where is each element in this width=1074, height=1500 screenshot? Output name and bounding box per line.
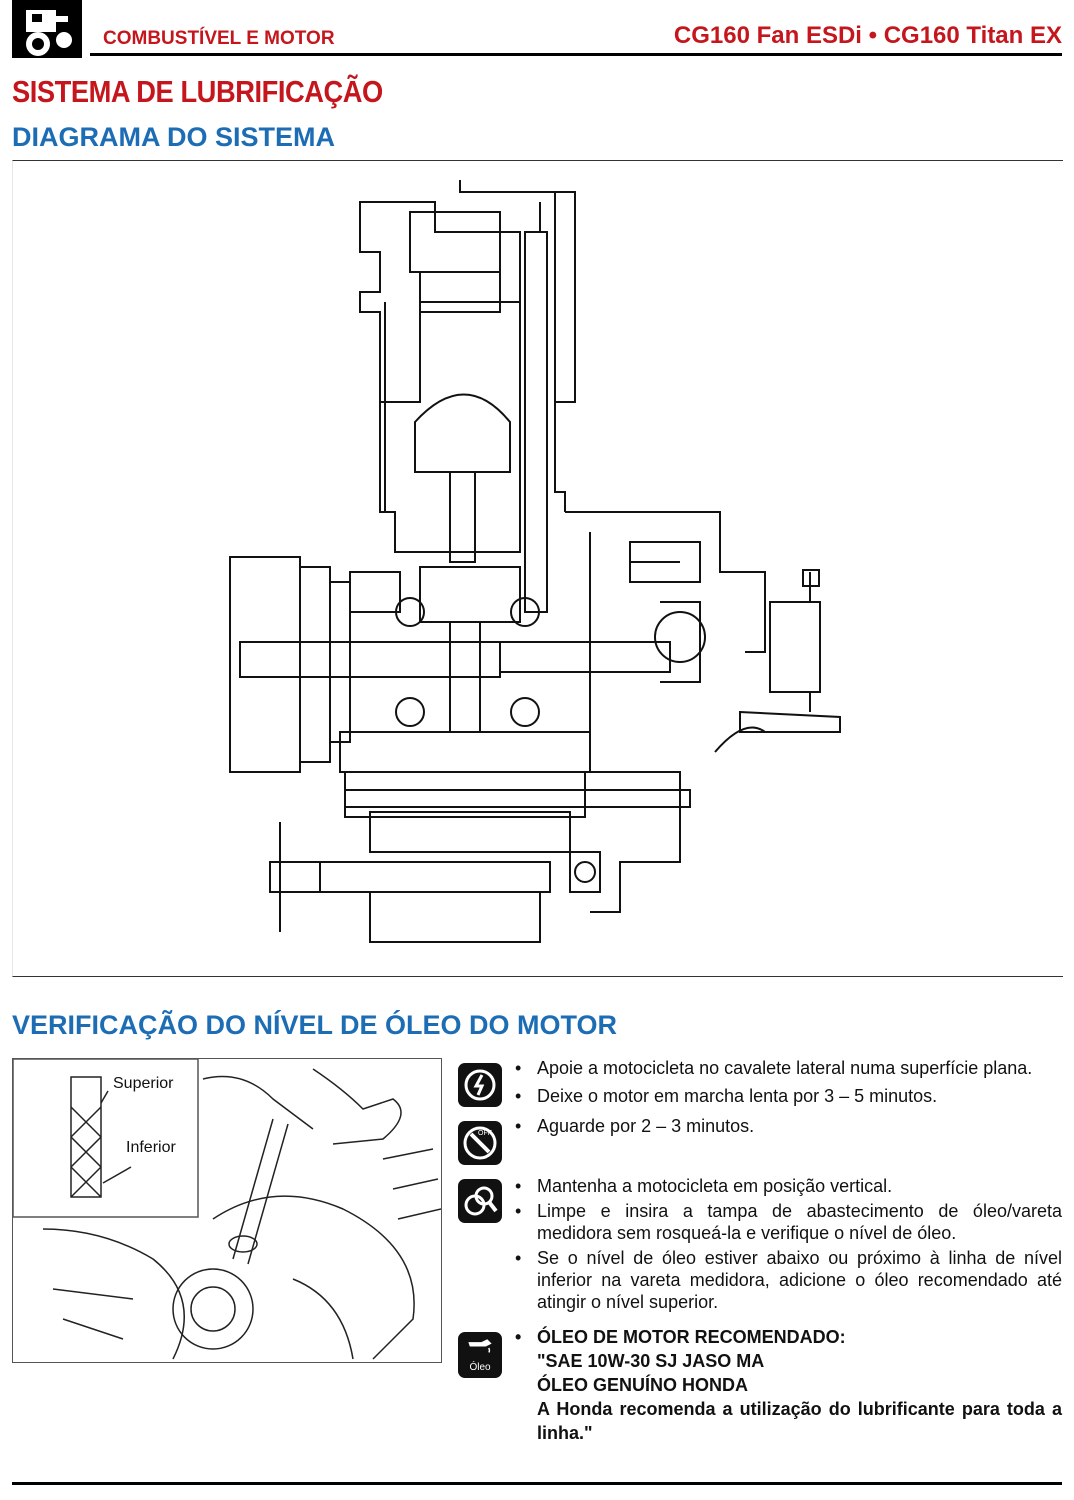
oil-heading: ÓLEO DE MOTOR RECOMENDADO: [515, 1325, 1062, 1349]
oil-icon-label: Óleo [469, 1362, 491, 1373]
instruction-group-2: Aguarde por 2 – 3 minutos. [515, 1115, 1062, 1137]
list-item: Deixe o motor em marcha lenta por 3 – 5 … [515, 1085, 1062, 1107]
oil-icon: Óleo [458, 1332, 502, 1378]
oil-check-section-title: VERIFICAÇÃO DO NÍVEL DE ÓLEO DO MOTOR [12, 1010, 618, 1040]
oil-brand-line: ÓLEO GENUÍNO HONDA [537, 1375, 749, 1395]
header-section-title: COMBUSTÍVEL E MOTOR [103, 28, 335, 49]
engine-logo-icon [12, 0, 82, 58]
inspection-icon [458, 1179, 502, 1223]
instruction-group-3: Mantenha a motocicleta em posição vertic… [515, 1175, 1062, 1313]
engine-idle-icon [458, 1063, 502, 1107]
list-item: Se o nível de óleo estiver abaixo ou pró… [515, 1247, 1062, 1313]
oil-dipstick-illustration: Superior Inferior [12, 1058, 442, 1363]
list-item: Mantenha a motocicleta em posição vertic… [515, 1175, 1062, 1197]
label-upper: Superior [113, 1075, 174, 1092]
list-item: Apoie a motocicleta no cavalete lateral … [515, 1057, 1062, 1079]
instruction-group-1: Apoie a motocicleta no cavalete lateral … [515, 1057, 1062, 1107]
list-item: Aguarde por 2 – 3 minutos. [515, 1115, 1062, 1137]
recommended-oil-block: ÓLEO DE MOTOR RECOMENDADO: "SAE 10W-30 S… [515, 1325, 1062, 1445]
page-title: SISTEMA DE LUBRIFICAÇÃO [12, 74, 383, 109]
header-model-title: CG160 Fan ESDi • CG160 Titan EX [673, 22, 1062, 49]
diagram-section-title: DIAGRAMA DO SISTEMA [12, 122, 335, 152]
lubrication-system-diagram [229, 180, 841, 943]
list-item: Limpe e insira a tampa de abastecimento … [515, 1200, 1062, 1244]
svg-text:OFF: OFF [478, 1130, 492, 1137]
label-lower: Inferior [126, 1139, 176, 1156]
oil-recommendation-line: A Honda recomenda a utilização do lubrif… [537, 1399, 1062, 1443]
engine-off-icon: OFF [458, 1121, 502, 1165]
oil-spec-line: "SAE 10W-30 SJ JASO MA [537, 1351, 765, 1371]
footer-divider [12, 1482, 1062, 1485]
header-divider [90, 53, 1062, 56]
diagram-frame [12, 160, 1063, 977]
